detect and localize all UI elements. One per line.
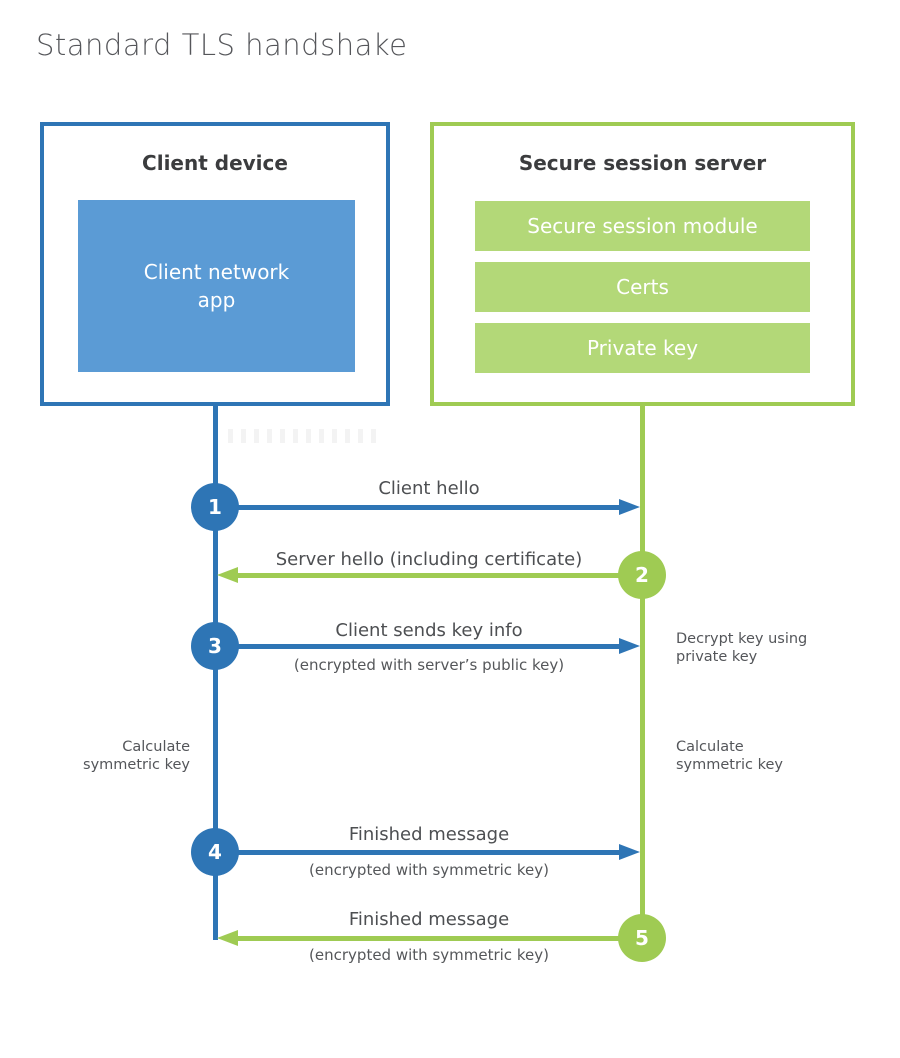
annotation-decrypt-key: Decrypt key using private key: [676, 631, 808, 665]
step-circle-2: 2: [618, 551, 666, 599]
annotation-calculate-symmetric-key-client: Calculate symmetric key: [83, 739, 190, 773]
message-label-client-hello: Client hello: [378, 478, 480, 499]
client-device-box: Client device Client network app: [40, 122, 390, 406]
arrow-finished-server: [238, 936, 620, 941]
page-title: Standard TLS handshake: [36, 28, 408, 62]
step-circle-3: 3: [191, 622, 239, 670]
server-lifeline: [640, 406, 645, 940]
message-sub-finished-client: (encrypted with symmetric key): [309, 861, 549, 879]
secure-session-server-box: Secure session server Secure session mod…: [430, 122, 855, 406]
faint-dashes-artifact: [228, 429, 384, 443]
arrowhead-right-icon: [619, 638, 640, 654]
message-label-client-key-info: Client sends key info: [335, 620, 523, 641]
arrowhead-right-icon: [619, 499, 640, 515]
arrow-client-key-info: [237, 644, 619, 649]
secure-session-server-title: Secure session server: [518, 151, 767, 175]
client-device-title: Client device: [142, 151, 288, 175]
arrowhead-right-icon: [619, 844, 640, 860]
annotation-calculate-symmetric-key-server: Calculate symmetric key: [676, 739, 783, 773]
message-label-server-hello: Server hello (including certificate): [275, 549, 583, 570]
step-circle-5: 5: [618, 914, 666, 962]
message-label-finished-client: Finished message: [348, 824, 510, 845]
arrow-client-hello: [237, 505, 619, 510]
arrow-server-hello: [238, 573, 620, 578]
server-module-certs: Certs: [475, 262, 810, 312]
client-lifeline: [213, 406, 218, 940]
message-sub-client-key-info: (encrypted with server’s public key): [293, 656, 565, 674]
server-module-secure-session: Secure session module: [475, 201, 810, 251]
server-module-private-key: Private key: [475, 323, 810, 373]
message-label-finished-server: Finished message: [348, 909, 510, 930]
arrowhead-left-icon: [217, 567, 238, 583]
arrowhead-left-icon: [217, 930, 238, 946]
client-network-app-box: Client network app: [78, 200, 355, 372]
step-circle-1: 1: [191, 483, 239, 531]
arrow-finished-client: [237, 850, 619, 855]
message-sub-finished-server: (encrypted with symmetric key): [309, 946, 549, 964]
step-circle-4: 4: [191, 828, 239, 876]
